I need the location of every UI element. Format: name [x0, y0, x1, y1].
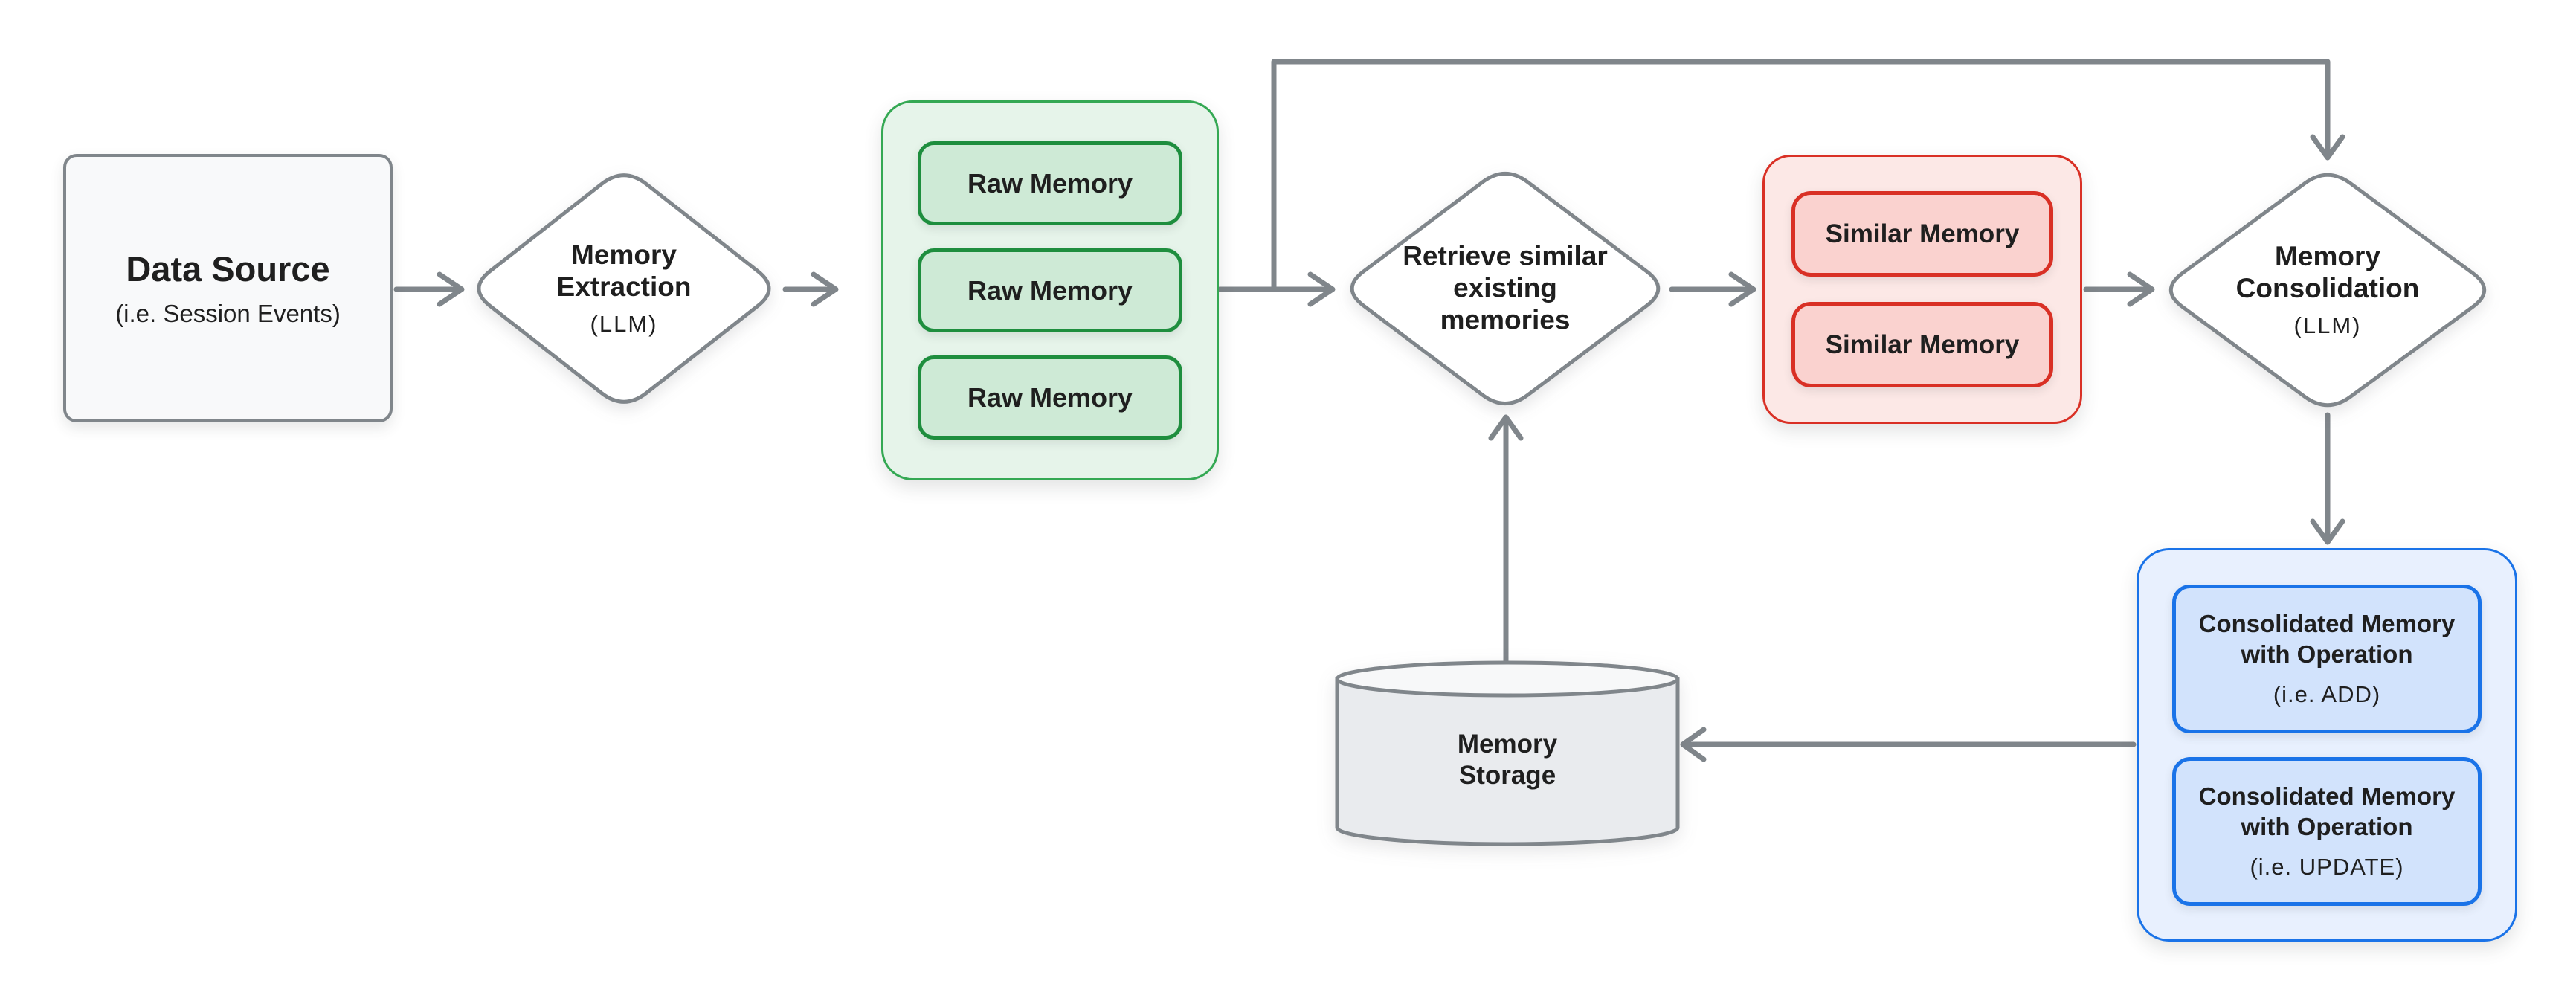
retrieve-similar-title: Retrieve similar existing memories [1403, 240, 1608, 335]
raw-memories-container: Raw Memory Raw Memory Raw Memory [881, 100, 1219, 480]
arrow-retrieve-to-similar-memories [1669, 271, 1756, 307]
retrieve-similar-diamond [1350, 172, 1661, 405]
similar-memories-container: Similar Memory Similar Memory [1762, 155, 2082, 424]
memory-consolidation-diamond [2169, 173, 2486, 408]
data-source-title: Data Source [126, 249, 330, 289]
memory-storage-label: Memory Storage [1457, 730, 1558, 790]
memory-storage-cylinder [1335, 660, 1680, 846]
arrow-consolidated-to-storage [1680, 727, 2137, 762]
similar-memory-item: Similar Memory [1791, 191, 2053, 277]
similar-memory-item: Similar Memory [1791, 302, 2053, 387]
retrieve-similar-label: Retrieve similar existing memories [1402, 241, 1609, 337]
memory-consolidation-subtitle: (LLM) [2293, 312, 2362, 338]
consolidated-memory-subtitle: (i.e. UPDATE) [2250, 853, 2404, 880]
memory-consolidation-label: Memory Consolidation (LLM) [2216, 241, 2439, 339]
arrow-extraction-to-raw-memories [782, 271, 839, 307]
memory-extraction-diamond [477, 173, 771, 404]
consolidated-memory-item: Consolidated Memory with Operation (i.e.… [2172, 756, 2482, 906]
raw-memory-item: Raw Memory [918, 355, 1182, 440]
consolidated-memory-title: Consolidated Memory with Operation [2198, 610, 2456, 668]
memory-extraction-title: Memory Extraction [556, 239, 692, 303]
data-source-node: Data Source (i.e. Session Events) [63, 154, 393, 422]
arrow-data-source-to-extraction [393, 271, 465, 307]
consolidated-memory-subtitle: (i.e. ADD) [2273, 680, 2381, 707]
arrow-raw-memories-to-consolidation [1271, 59, 2345, 290]
memory-extraction-subtitle: (LLM) [590, 310, 658, 337]
consolidated-memories-container: Consolidated Memory with Operation (i.e.… [2137, 548, 2517, 942]
raw-memory-item: Raw Memory [918, 141, 1182, 225]
memory-extraction-label: Memory Extraction (LLM) [535, 239, 713, 338]
consolidated-memory-item: Consolidated Memory with Operation (i.e.… [2172, 584, 2482, 733]
raw-memory-item: Raw Memory [918, 248, 1182, 332]
arrow-consolidation-to-consolidated [2310, 412, 2345, 545]
arrow-similar-memories-to-consolidation [2083, 271, 2155, 307]
memory-consolidation-title: Memory Consolidation [2235, 241, 2420, 304]
consolidated-memory-title: Consolidated Memory with Operation [2198, 782, 2456, 840]
data-source-subtitle: (i.e. Session Events) [115, 300, 341, 327]
arrow-raw-memories-to-retrieve [1217, 271, 1336, 307]
arrow-storage-to-retrieve [1488, 414, 1524, 665]
